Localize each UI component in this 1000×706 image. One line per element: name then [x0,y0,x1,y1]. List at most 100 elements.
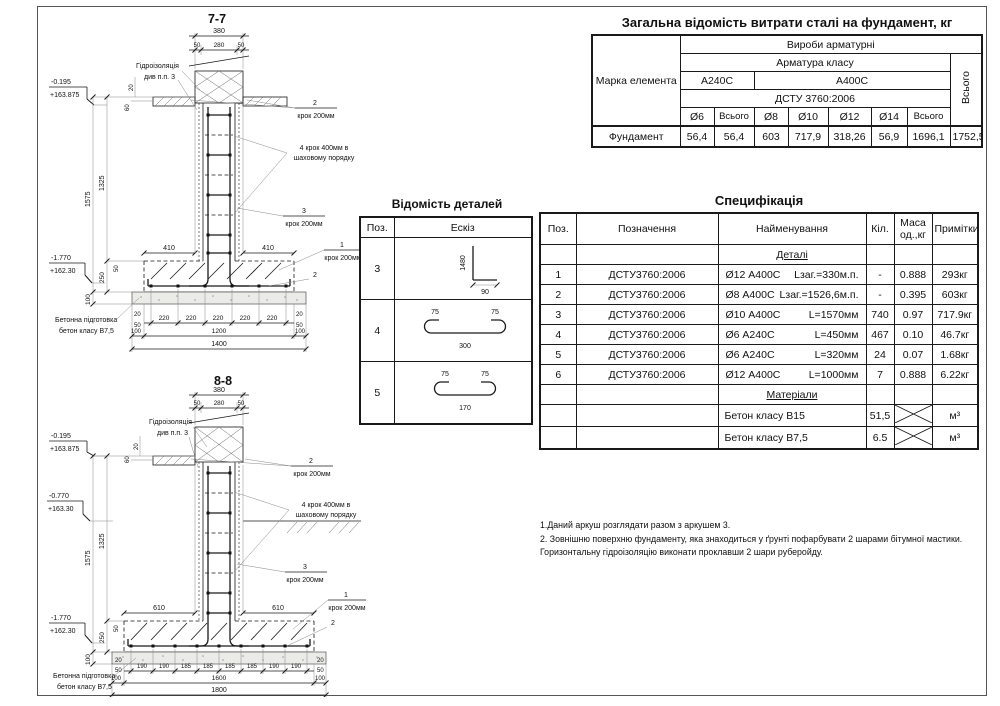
elevation-bottom-value: -1.770 [51,615,71,622]
steel-value: 56,4 [713,125,755,148]
steel-col-total6: Всього [713,107,755,127]
spec-note: м³ [931,426,979,450]
table-row: Фундамент 56,4 56,4 603 717,9 318,26 56,… [591,125,983,148]
dim-seg: 190 [291,664,302,670]
spec-mass: 0.888 [893,364,933,385]
spec-name: Ø6 А240С [725,348,775,361]
spec-qty: 740 [865,304,895,325]
spec-pos: 4 [539,324,577,345]
steel-value: 56,9 [870,125,908,148]
section-7-7-drawing: 7-7 380 50 280 50 Гідроізоляція див п.п.… [49,12,362,352]
steel-table: Марка елемента Вироби арматурні Арматура… [591,34,984,148]
elevation-mid-abs: +163.30 [48,506,74,513]
spec-qty: 467 [865,324,895,345]
elevation-top-value: -0.195 [51,79,71,86]
steel-col-d14: Ø14 [870,107,908,127]
dim-seg: 185 [203,664,214,670]
table-row: Бетон класу В15 51,5 м³ [539,404,979,427]
section-8-8-title: 8-8 [214,374,232,388]
dim-50-edge-left: 50 [134,323,141,329]
spec-table: Поз. Позначення Найменування Кіл. Маса о… [539,212,979,450]
dim-60: 60 [125,104,131,111]
callout-1-step: крок 200мм [328,605,365,612]
spec-note: 1.68кг [931,344,979,365]
spec-mass: 0.888 [893,264,933,285]
dim-50-step: 50 [114,625,120,632]
callout-4-line2: шаховому порядку [296,512,357,519]
sketch-dim-75-left: 75 [431,309,439,316]
dim-20-edge-left: 20 [134,312,141,318]
waterproofing-label: Гідроізоляція [136,62,179,70]
steel-row-name: Фундамент [591,125,681,148]
spec-length: L=450мм [814,328,859,341]
callout-2: 2 [309,458,313,465]
sketch-dim-length: 300 [459,343,471,350]
dim-280: 280 [214,42,225,49]
dim-seg: 185 [181,664,192,670]
table-row: 3 1480 90 [359,237,533,300]
spec-doc: ДСТУ3760:2006 [575,304,719,325]
spec-length: L=1000мм [808,368,859,381]
steel-dstu: ДСТУ 3760:2006 [679,89,951,108]
dim-50-right: 50 [238,401,245,407]
spec-section-row: Деталі [539,244,979,265]
callout-2: 2 [313,100,317,107]
spec-mass: 0.395 [893,284,933,305]
table-row: 4 75 75 300 [359,299,533,362]
steel-col-d12: Ø12 [827,107,872,127]
table-row: 5 75 75 170 [359,361,533,425]
dim-50-step: 50 [114,265,120,272]
spec-col-mass: Маса од.,кг [893,212,933,245]
steel-value: 717,9 [787,125,829,148]
spec-col-pos: Поз. [539,212,577,245]
dim-50-edge-left: 50 [115,668,122,674]
dim-1600: 1600 [212,675,227,682]
spec-doc: ДСТУ3760:2006 [575,264,719,285]
dim-seg: 220 [267,315,278,322]
dim-250: 250 [99,632,106,643]
callout-4-line1: 4 крок 400мм в [300,145,349,152]
dim-seg: 190 [137,664,148,670]
dim-100-prep: 100 [85,654,92,665]
spec-pos: 5 [539,344,577,365]
spec-col-notes: Примітки [931,212,979,245]
dim-1400: 1400 [211,341,227,348]
spec-name: Ø8 А400С [725,288,775,301]
elevation-top-abs: +163.875 [50,446,79,453]
spec-name: Ø6 А240С [725,328,775,341]
steel-col-total-a400: Всього [906,107,951,127]
dim-seg: 185 [247,664,258,670]
dim-410-left: 410 [163,245,175,252]
dim-50-edge-right: 50 [317,668,324,674]
dim-20-edge-right: 20 [296,312,303,318]
spec-section-materials: Матеріали [717,384,867,405]
spec-mass: 0.10 [893,324,933,345]
detail-sketch-ubar: 75 75 170 [433,371,496,412]
dim-100-left: 100 [111,676,122,682]
spec-pos: 3 [539,304,577,325]
detail-pos: 3 [359,237,395,300]
spec-col-designation: Позначення [575,212,719,245]
callout-3-step: крок 200мм [286,577,323,584]
dim-20-edge-left: 20 [115,658,122,664]
callout-2-step: крок 200мм [293,471,330,478]
sketch-dim-90: 90 [481,289,489,296]
spec-length: Lзаг.=330м.п. [794,268,859,281]
specification: Специфікація Поз. Позначення Найменуванн… [539,193,979,450]
steel-class-a240: А240С [679,71,755,90]
steel-col-d8: Ø8 [753,107,789,127]
dim-100-prep: 100 [85,294,92,305]
sketch-dim-length: 170 [459,405,471,412]
steel-col-marka: Марка елемента [591,34,681,127]
waterproofing-label: Гідроізоляція [149,418,192,426]
callout-3-step: крок 200мм [285,221,322,228]
steel-value: 56,4 [679,125,715,148]
dim-1575: 1575 [85,550,92,566]
spec-col-name: Найменування [717,212,867,245]
dim-610-left: 610 [153,605,165,612]
callout-1: 1 [344,592,348,599]
prep-label-line2: бетон класу В7,5 [57,683,112,691]
steel-value: 1696,1 [906,125,951,148]
spec-section-details: Деталі [717,244,867,265]
